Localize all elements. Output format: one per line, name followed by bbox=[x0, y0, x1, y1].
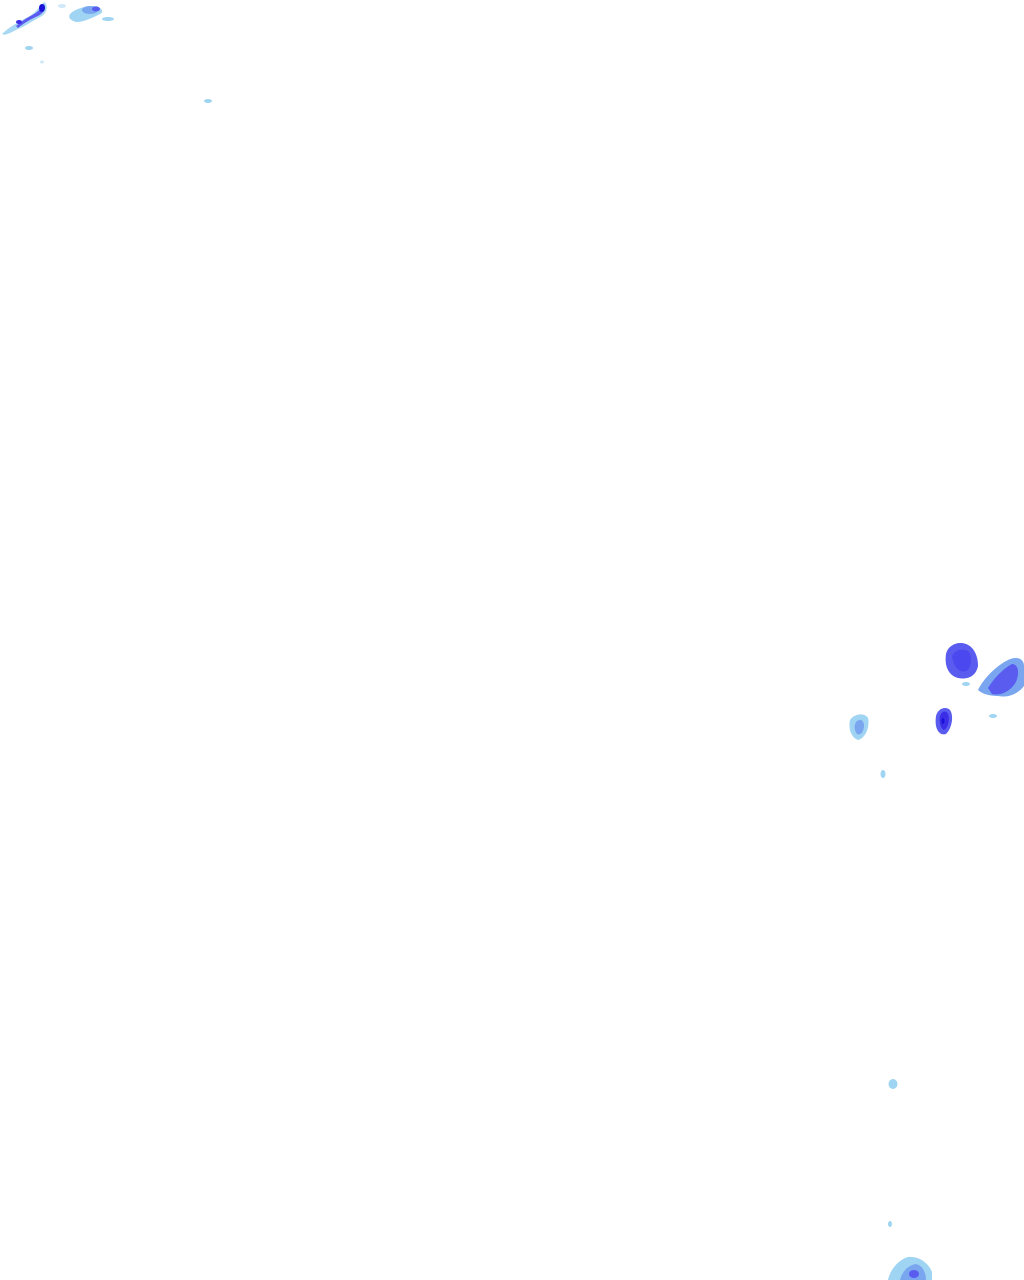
echo-cell-nw-small bbox=[25, 46, 212, 103]
echo-cell-south bbox=[888, 1256, 932, 1280]
echo-cell-nw-band bbox=[2, 2, 47, 35]
echo-cell-se-speck bbox=[888, 1079, 898, 1227]
echo-cell-east-large bbox=[945, 643, 978, 686]
echo-cell-east-speck bbox=[880, 770, 886, 778]
echo-cell-east-core bbox=[935, 708, 953, 735]
echo-cell-east-small bbox=[849, 714, 869, 740]
echo-cell-nw-light-cluster bbox=[58, 4, 114, 22]
echo-cell-east-right bbox=[978, 658, 1024, 718]
